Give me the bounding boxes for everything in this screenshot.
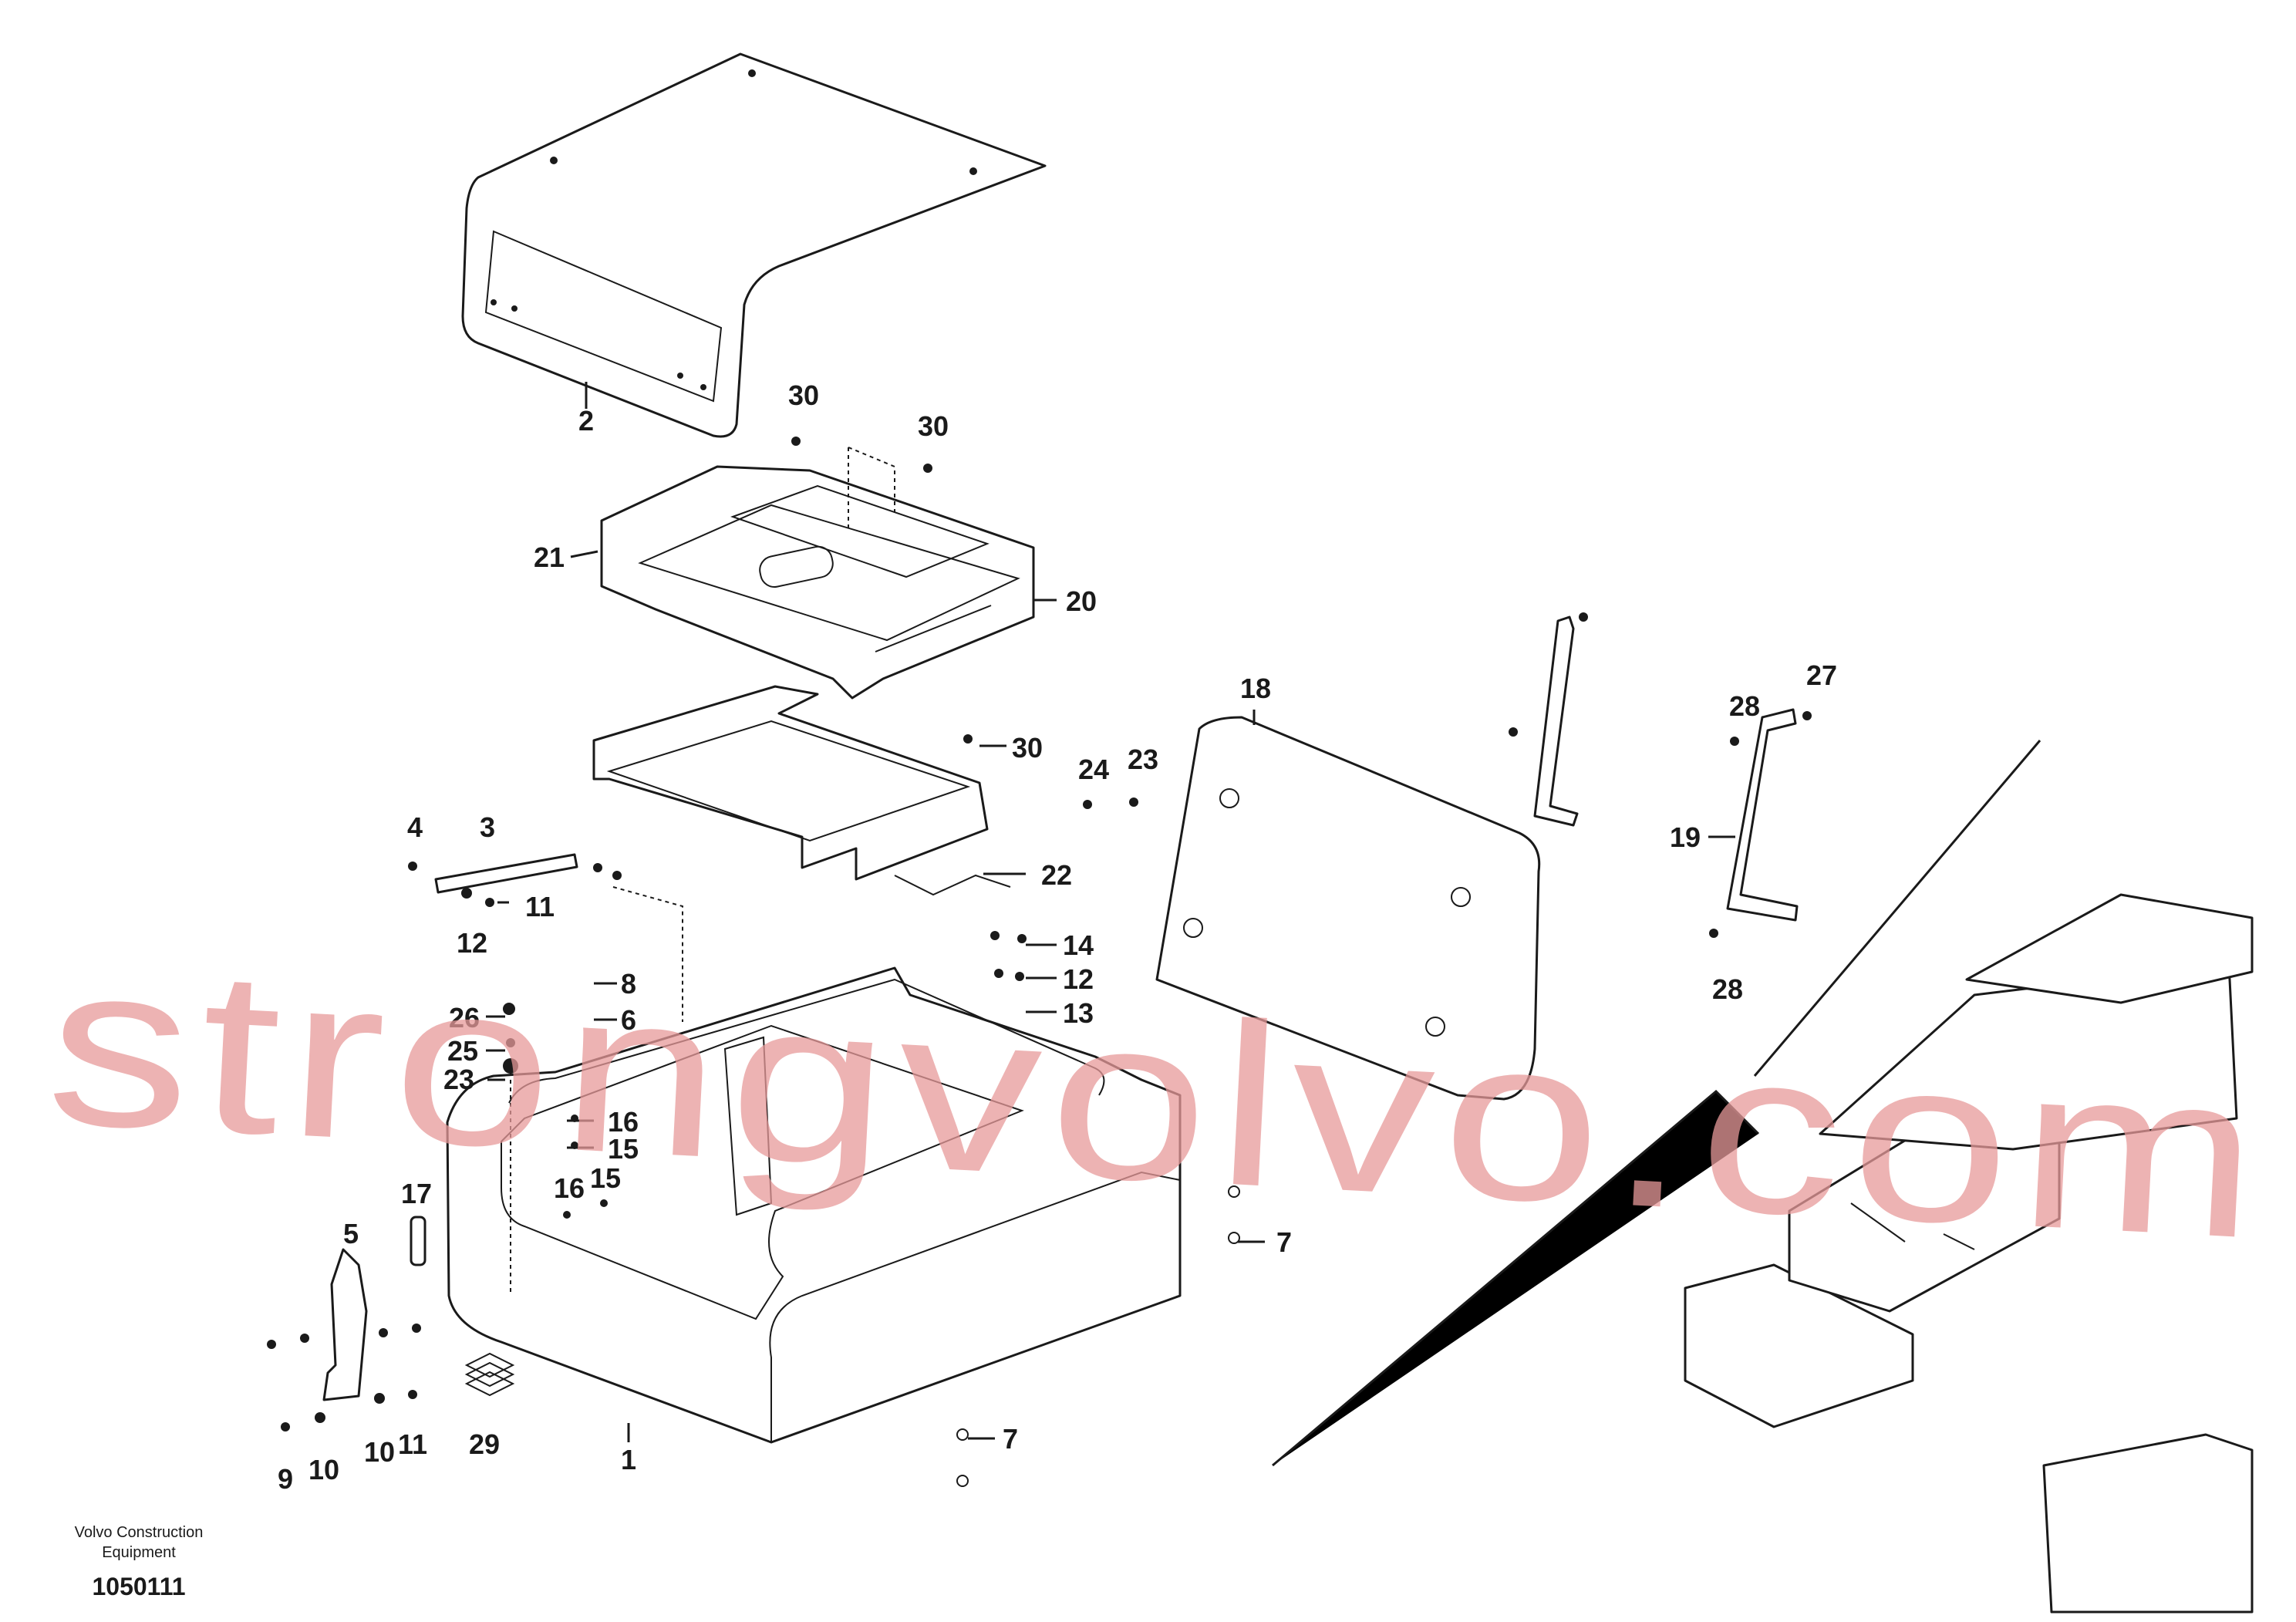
callout-30-b: 30 bbox=[918, 410, 949, 442]
brand-line-1: Volvo Construction bbox=[75, 1524, 204, 1541]
callout-16-a: 16 bbox=[608, 1106, 639, 1138]
callout-11-b: 11 bbox=[398, 1428, 427, 1460]
callout-23-b: 23 bbox=[443, 1064, 474, 1095]
callout-5: 5 bbox=[343, 1218, 359, 1249]
callout-labels: 2 30 30 21 20 30 22 24 23 18 28 27 19 28… bbox=[278, 379, 1837, 1495]
callout-18: 18 bbox=[1240, 673, 1271, 704]
part-bent-bracket-19 bbox=[1726, 708, 1799, 922]
callout-1: 1 bbox=[621, 1444, 636, 1475]
inset-assembled-view bbox=[1272, 740, 2254, 1614]
part-bent-bracket-upper bbox=[1533, 615, 1579, 827]
brand-line-2: Equipment bbox=[102, 1544, 176, 1561]
callout-28-b: 28 bbox=[1712, 973, 1743, 1005]
callout-2: 2 bbox=[578, 405, 594, 437]
callout-8: 8 bbox=[621, 968, 636, 1000]
part-bracket-frame bbox=[592, 685, 1011, 896]
callout-20: 20 bbox=[1066, 585, 1097, 617]
assembly-dashed-lines bbox=[510, 447, 895, 1296]
part-top-cover bbox=[461, 52, 1047, 438]
callout-22: 22 bbox=[1041, 859, 1072, 891]
callout-28-a: 28 bbox=[1729, 690, 1760, 722]
callout-6: 6 bbox=[621, 1004, 636, 1036]
part-shims-29 bbox=[464, 1352, 515, 1397]
callout-10-a: 10 bbox=[308, 1454, 339, 1485]
part-latch-5 bbox=[322, 1248, 368, 1401]
callout-26: 26 bbox=[449, 1002, 480, 1034]
callout-14: 14 bbox=[1063, 929, 1094, 961]
part-side-panel bbox=[1155, 716, 1541, 1101]
callout-29: 29 bbox=[469, 1428, 500, 1460]
part-tray-box bbox=[600, 465, 1035, 700]
callout-15-b: 15 bbox=[590, 1162, 621, 1194]
callout-19: 19 bbox=[1670, 821, 1701, 853]
callout-10-b: 10 bbox=[364, 1436, 395, 1468]
callout-27: 27 bbox=[1806, 659, 1837, 691]
callout-3: 3 bbox=[480, 811, 495, 843]
callout-17: 17 bbox=[401, 1178, 432, 1209]
callout-4: 4 bbox=[407, 811, 423, 843]
callout-12-b: 12 bbox=[1063, 963, 1094, 995]
callout-7-b: 7 bbox=[1003, 1423, 1018, 1455]
callout-11-a: 11 bbox=[525, 891, 555, 922]
callout-24: 24 bbox=[1078, 754, 1109, 785]
callout-23-a: 23 bbox=[1128, 744, 1158, 775]
callout-12-a: 12 bbox=[457, 927, 487, 959]
part-bracket-17 bbox=[410, 1216, 426, 1266]
part-main-housing bbox=[446, 966, 1182, 1444]
diagram-code: 1050111 bbox=[92, 1573, 185, 1600]
hardware-fasteners bbox=[267, 437, 1812, 1487]
callout-leader-lines bbox=[486, 382, 1735, 1442]
callout-13: 13 bbox=[1063, 997, 1094, 1029]
callout-7-a: 7 bbox=[1276, 1226, 1292, 1258]
callout-16-b: 16 bbox=[554, 1172, 585, 1204]
callout-25: 25 bbox=[447, 1035, 478, 1067]
callout-21: 21 bbox=[534, 541, 565, 573]
callout-9: 9 bbox=[278, 1463, 293, 1495]
part-gas-strut bbox=[434, 853, 578, 894]
callout-15-a: 15 bbox=[608, 1133, 639, 1165]
callout-30-a: 30 bbox=[788, 379, 819, 411]
callout-30-c: 30 bbox=[1012, 732, 1043, 764]
footer-credit: Volvo Construction Equipment 1050111 bbox=[75, 1524, 204, 1600]
